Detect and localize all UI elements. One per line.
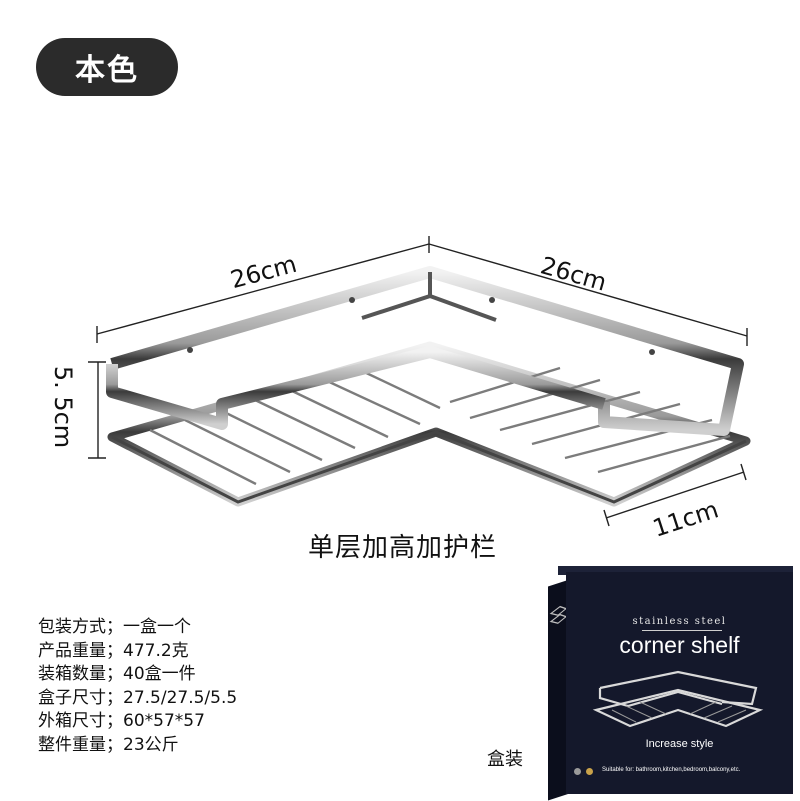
spec-box-size: 盒子尺寸；27.5/27.5/5.5: [38, 687, 237, 711]
spec-carton-size: 外箱尺寸；60*57*57: [38, 710, 237, 734]
support-posts: [292, 318, 549, 466]
dimension-lines: [88, 236, 748, 527]
spec-value: 一盒一个: [123, 617, 191, 637]
spec-list: 包装方式；一盒一个 产品重量；477.2克 装箱数量；40盒一件 盒子尺寸；27…: [38, 616, 237, 758]
product-caption: 单层加高加护栏: [308, 533, 498, 563]
color-badge: 本色: [36, 38, 178, 96]
box-title: corner shelf: [619, 632, 740, 658]
spec-label: 产品重量；: [38, 640, 123, 661]
guardrail-frame: [106, 266, 744, 436]
bottom-tray: [107, 341, 751, 507]
spec-carton-quantity: 装箱数量；40盒一件: [38, 663, 237, 687]
spec-label: 整件重量；: [38, 734, 123, 755]
box-front-face: stainless steel corner shelf Increase st…: [566, 572, 793, 794]
box-divider: [642, 630, 722, 631]
spec-label: 包装方式；: [38, 617, 123, 637]
color-swatch-gray: [574, 768, 581, 775]
spec-value: 477.2克: [123, 640, 189, 661]
box-suitable-text: Suitable for: bathroom,kitchen,bedroom,b…: [602, 767, 741, 773]
box-subtitle: Increase style: [645, 738, 714, 750]
spec-value: 27.5/27.5/5.5: [123, 687, 238, 708]
spec-label: 外箱尺寸；: [38, 711, 123, 732]
box-brand-subtitle: stainless steel: [632, 616, 727, 627]
box-packaging-label: 盒装: [487, 749, 523, 770]
packaging-box: stainless steel corner shelf Increase st…: [548, 566, 793, 801]
color-badge-label: 本色: [75, 53, 139, 88]
spec-packaging: 包装方式；一盒一个: [38, 616, 237, 640]
spec-value: 60*57*57: [123, 711, 205, 732]
box-top-face: [558, 566, 793, 575]
spec-label: 盒子尺寸；: [38, 687, 123, 708]
box-shelf-image: [592, 670, 764, 728]
spec-value: 23公斤: [123, 734, 179, 755]
color-swatch-gold: [586, 768, 593, 775]
spec-value: 40盒一件: [123, 664, 196, 685]
spec-product-weight: 产品重量；477.2克: [38, 640, 237, 664]
dimension-height: 5. 5cm: [49, 365, 78, 449]
side-shelf-icon: [549, 605, 568, 624]
spec-carton-weight: 整件重量；23公斤: [38, 734, 237, 758]
spec-label: 装箱数量；: [38, 664, 123, 685]
box-side-face: [548, 580, 568, 801]
